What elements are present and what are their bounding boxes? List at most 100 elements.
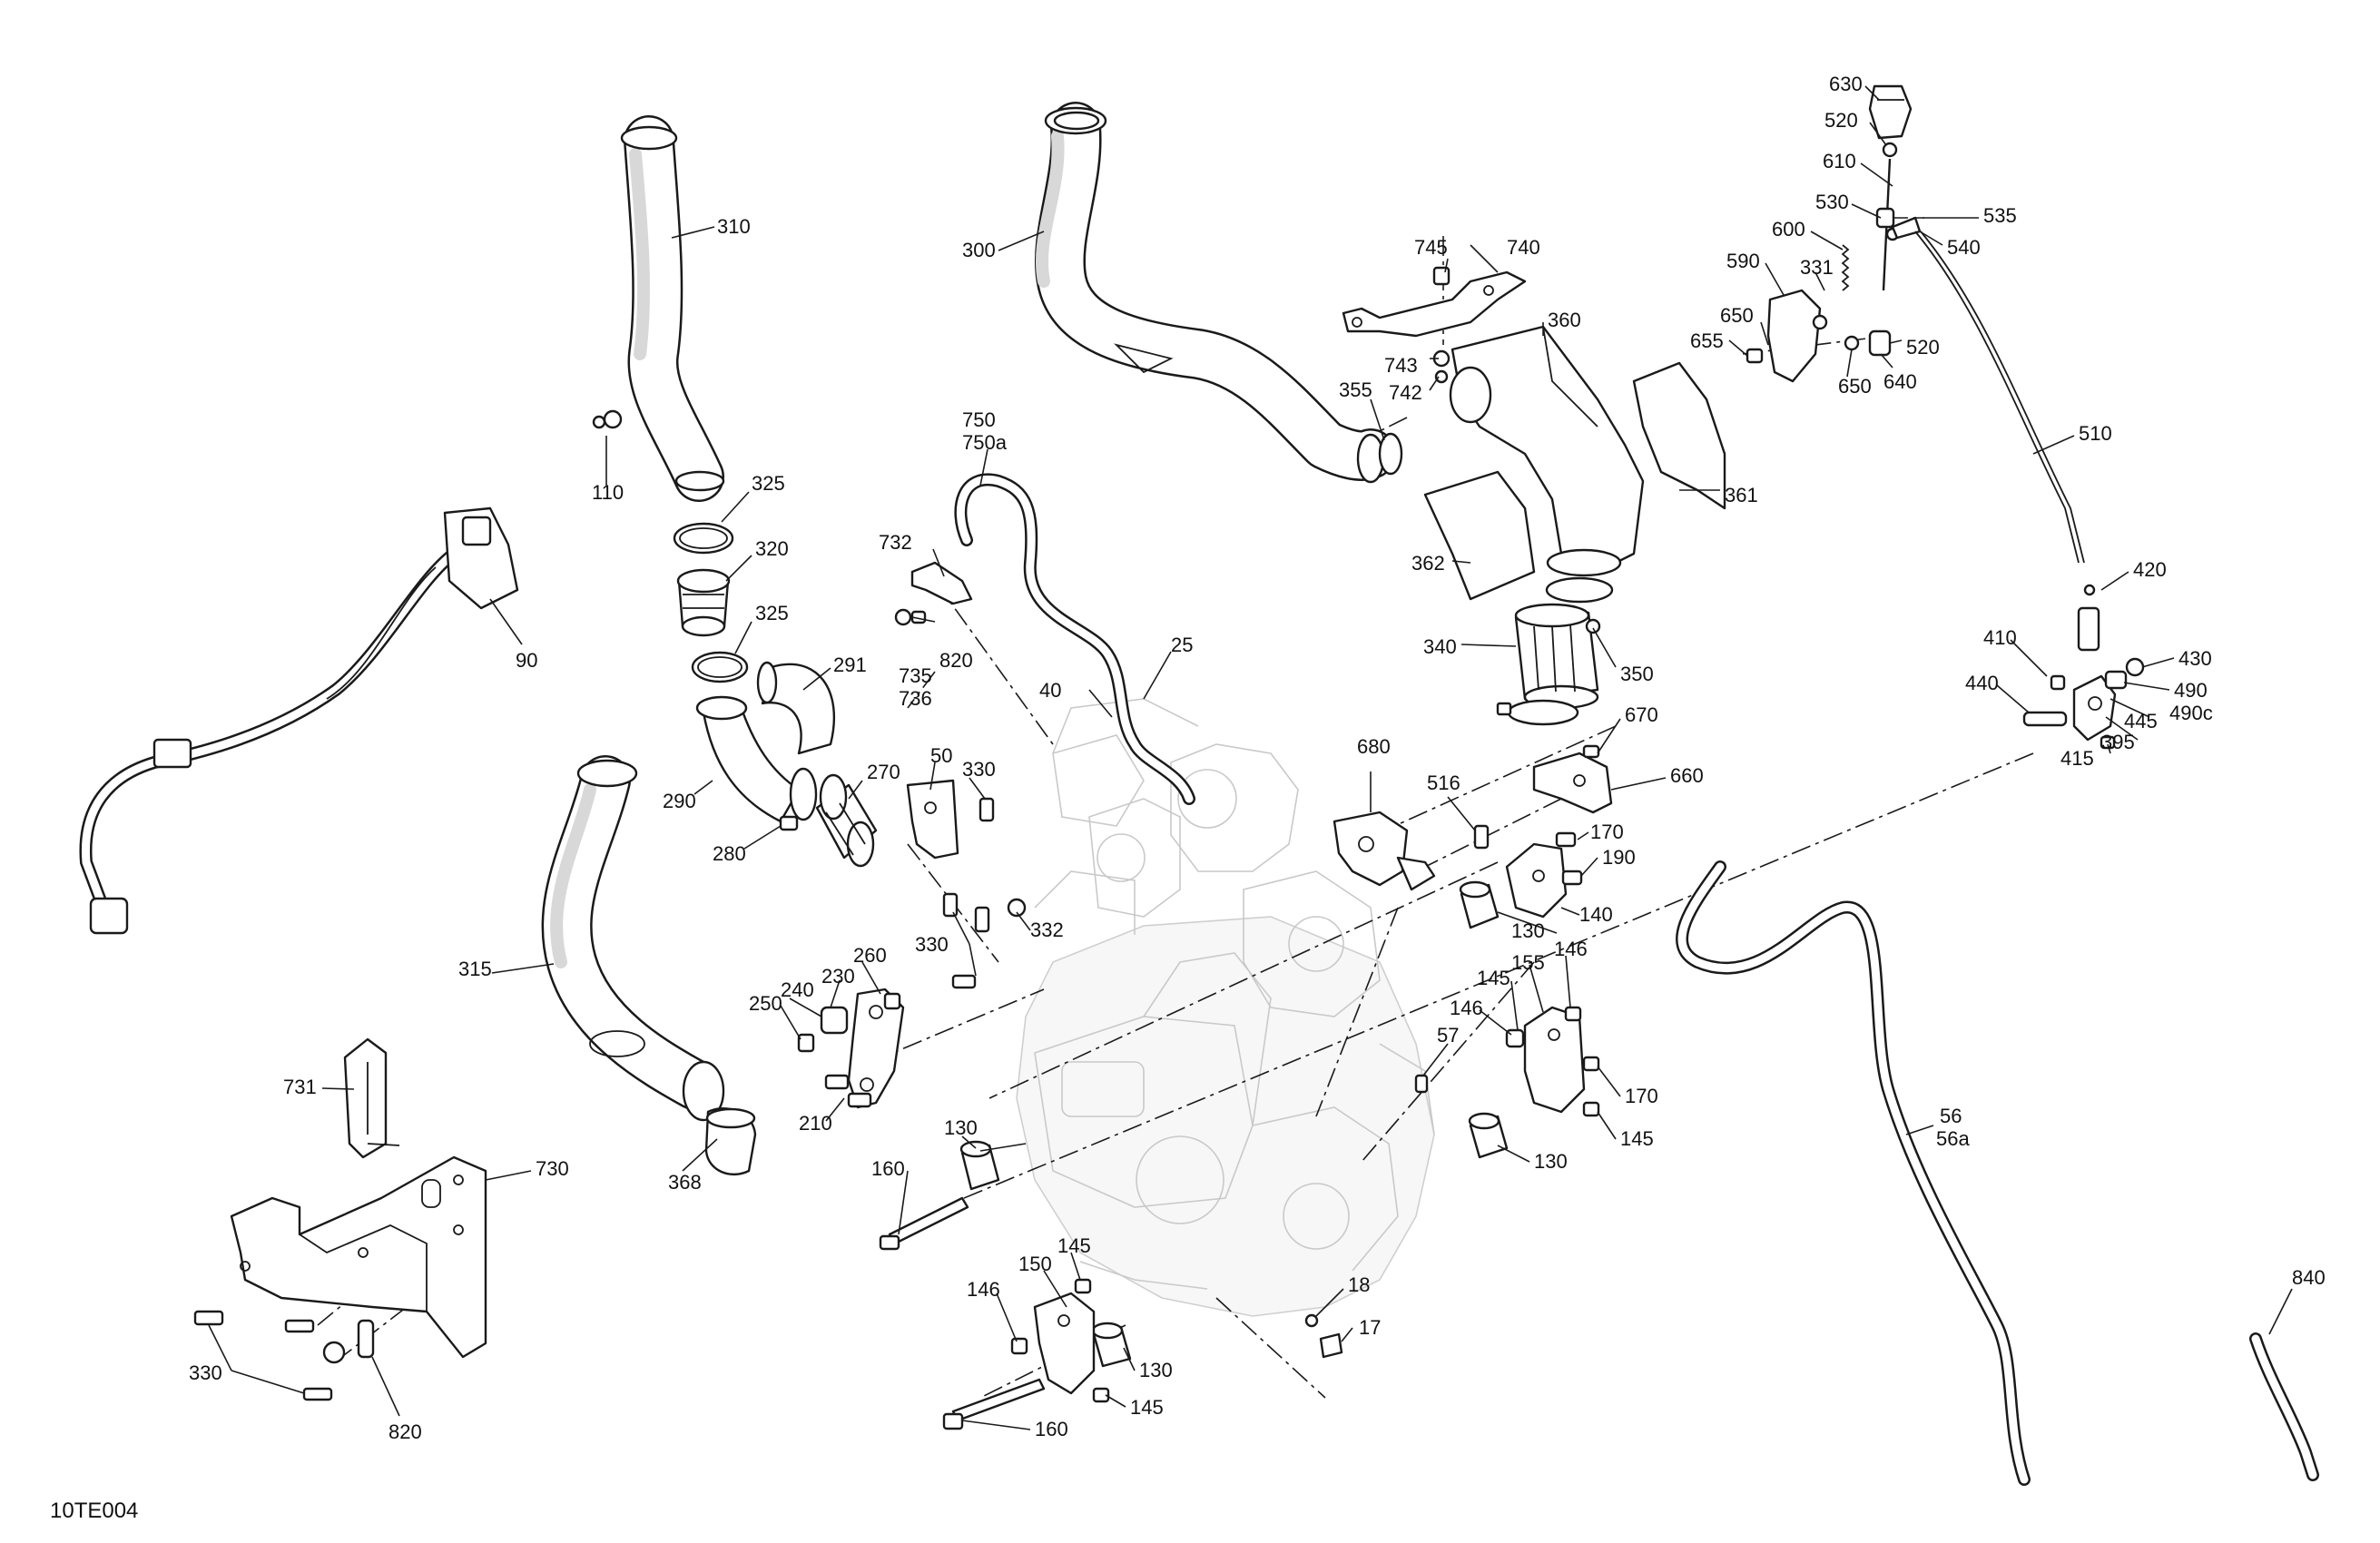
callout-270: 270 xyxy=(867,761,900,783)
breather-hose-750 xyxy=(954,473,1195,805)
clamp-280 xyxy=(779,767,818,831)
bushings-230-240-250 xyxy=(797,992,901,1108)
callout-330-mid-a: 330 xyxy=(962,758,996,781)
callout-490c: 490c xyxy=(2169,702,2213,724)
callout-732: 732 xyxy=(879,531,912,554)
bracket-731 xyxy=(343,1037,400,1159)
callout-315: 315 xyxy=(458,958,492,980)
coupler-270 xyxy=(815,773,878,868)
callout-520-upper: 520 xyxy=(1824,109,1858,132)
fasteners-330-820-left xyxy=(193,1310,375,1401)
callout-57: 57 xyxy=(1437,1024,1459,1047)
harness-90 xyxy=(79,506,519,935)
bracket-730 xyxy=(230,1155,487,1359)
callout-745: 745 xyxy=(1414,236,1448,259)
callout-240: 240 xyxy=(781,978,814,1001)
callout-56a: 56a xyxy=(1936,1127,1970,1150)
elbow-291 xyxy=(756,661,836,755)
callout-300: 300 xyxy=(962,239,996,261)
screw-110 xyxy=(592,409,623,429)
callout-731: 731 xyxy=(283,1076,317,1098)
callout-820-left: 820 xyxy=(388,1420,422,1443)
callout-170-upper: 170 xyxy=(1590,821,1624,843)
callout-820-mid: 820 xyxy=(939,649,973,672)
bolt-516 xyxy=(1473,824,1490,850)
callout-150: 150 xyxy=(1018,1253,1052,1275)
callout-17: 17 xyxy=(1359,1316,1381,1339)
callout-160-lower: 160 xyxy=(1035,1418,1068,1440)
callout-331: 331 xyxy=(1800,256,1834,279)
coupler-320 xyxy=(676,568,731,637)
callout-840: 840 xyxy=(2292,1266,2326,1289)
hose-840 xyxy=(2249,1332,2319,1481)
callout-146-upper: 146 xyxy=(1554,938,1588,960)
callout-290: 290 xyxy=(663,790,696,812)
callout-355: 355 xyxy=(1339,378,1372,401)
callout-535: 535 xyxy=(1983,204,2017,227)
callout-530: 530 xyxy=(1815,191,1849,213)
callout-680: 680 xyxy=(1357,735,1391,758)
callout-742: 742 xyxy=(1389,381,1422,404)
pipe-310 xyxy=(620,115,725,502)
shift-rod-510 xyxy=(1914,231,2085,564)
clamp-325-lower xyxy=(691,651,749,683)
airbox-360 xyxy=(1449,325,1645,577)
figure-reference: 10TE004 xyxy=(50,1499,138,1523)
spring-600 xyxy=(1841,244,1850,291)
callout-650-lower: 650 xyxy=(1838,375,1872,398)
callout-430: 430 xyxy=(2178,647,2212,670)
callout-140: 140 xyxy=(1579,903,1613,926)
clamp-ring-340-top xyxy=(1545,576,1614,604)
callout-630: 630 xyxy=(1829,73,1863,95)
callout-600: 600 xyxy=(1772,218,1805,241)
bracket-670-660 xyxy=(1532,744,1613,814)
callout-146-bottom: 146 xyxy=(967,1278,1000,1301)
callout-332: 332 xyxy=(1030,919,1064,941)
shield-361 xyxy=(1632,361,1726,510)
callout-320: 320 xyxy=(755,537,789,560)
callout-660: 660 xyxy=(1670,764,1704,787)
pipe-315 xyxy=(541,755,725,1122)
bolt-57 xyxy=(1414,1074,1429,1094)
rubber-mount-130-c xyxy=(1468,1112,1509,1159)
callout-361: 361 xyxy=(1725,484,1758,506)
callout-280: 280 xyxy=(713,842,746,865)
callout-445: 445 xyxy=(2124,710,2158,732)
callout-291: 291 xyxy=(833,654,867,676)
callout-410: 410 xyxy=(1983,626,2017,649)
bolt-160-a xyxy=(879,1196,969,1251)
bracket-150-lower xyxy=(942,1278,1110,1430)
rubber-mount-130-d xyxy=(1091,1322,1132,1368)
callout-170-lower: 170 xyxy=(1625,1085,1658,1107)
callout-25: 25 xyxy=(1171,634,1193,656)
callout-735: 735 xyxy=(899,664,932,687)
callout-130-lower-right: 130 xyxy=(1534,1150,1568,1173)
clamp-355 xyxy=(1378,432,1403,476)
callout-145-bottom: 145 xyxy=(1130,1396,1164,1419)
callout-325-lower: 325 xyxy=(755,602,789,624)
callout-260: 260 xyxy=(853,944,887,967)
callout-190: 190 xyxy=(1602,846,1636,869)
shift-knob-630 xyxy=(1868,84,1913,158)
callout-520-lower: 520 xyxy=(1906,336,1940,359)
leader-lines xyxy=(208,85,2293,1430)
callout-743: 743 xyxy=(1384,354,1418,377)
ring-368 xyxy=(704,1107,757,1175)
shift-arm-395 xyxy=(2022,657,2145,750)
clamp-350 xyxy=(1496,618,1601,726)
callout-590: 590 xyxy=(1726,250,1760,272)
plug-18-17 xyxy=(1304,1313,1343,1359)
filter-340 xyxy=(1514,603,1599,710)
callout-350: 350 xyxy=(1620,663,1654,685)
bolts-330-332 xyxy=(942,797,1027,989)
clamp-325-upper xyxy=(673,522,734,555)
callout-145-right: 145 xyxy=(1477,967,1510,989)
callout-130-bottom: 130 xyxy=(1139,1359,1173,1381)
shield-362 xyxy=(1423,470,1536,601)
rubber-mount-130-b xyxy=(1459,880,1500,929)
callout-440: 440 xyxy=(1965,672,1999,694)
pipe-300 xyxy=(1034,102,1396,484)
callout-540: 540 xyxy=(1947,236,1981,259)
callout-130-left: 130 xyxy=(944,1116,978,1139)
